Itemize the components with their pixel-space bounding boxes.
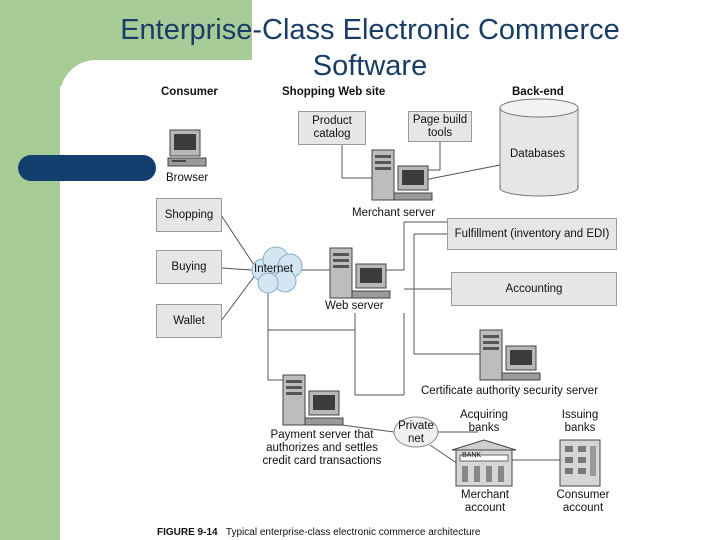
certificate-server-icon	[479, 329, 541, 381]
web-server-icon	[329, 247, 391, 299]
merchant-account-line-2: account	[464, 502, 506, 514]
acquiring-line-2: banks	[468, 422, 500, 434]
merchant-bank-building-icon	[451, 439, 517, 487]
databases-cylinder	[499, 98, 579, 197]
issuing-line-1: Issuing	[561, 409, 599, 421]
merchant-account-line-1: Merchant	[461, 489, 509, 501]
certificate-authority-label: Certificate authority security server	[421, 385, 599, 397]
private-net-line-2: net	[408, 433, 424, 445]
product-catalog-box: Product catalog	[298, 111, 366, 145]
wallet-box: Wallet	[156, 304, 222, 338]
page-build-line-2: tools	[427, 126, 453, 139]
payment-server-icon	[282, 374, 344, 426]
figure-number: FIGURE 9-14	[157, 527, 218, 538]
payment-line-3: credit card transactions	[262, 455, 382, 467]
page-build-line-1: Page build	[412, 113, 468, 126]
blue-accent-pill	[18, 155, 156, 181]
internet-label: Internet	[254, 263, 293, 275]
left-green-bar	[0, 0, 60, 540]
acquiring-line-1: Acquiring	[460, 409, 508, 421]
browser-computer-icon	[167, 129, 207, 167]
merchant-account-label: Merchant account	[452, 489, 518, 515]
internet-cloud	[251, 246, 303, 294]
slide-title: Enterprise-Class Electronic Commerce Sof…	[60, 12, 680, 84]
shopping-box: Shopping	[156, 198, 222, 232]
figure-caption: FIGURE 9-14 Typical enterprise-class ele…	[157, 527, 480, 538]
browser-label: Browser	[166, 172, 209, 184]
figure-caption-text: Typical enterprise-class electronic comm…	[225, 527, 481, 538]
title-line-1: Enterprise-Class Electronic Commerce	[120, 14, 620, 46]
fulfillment-box: Fulfillment (inventory and EDI)	[447, 218, 617, 250]
payment-line-2: authorizes and settles	[266, 442, 378, 454]
accounting-box: Accounting	[451, 272, 617, 306]
back-end-header: Back-end	[512, 86, 564, 98]
private-net-label: Private net	[394, 420, 438, 446]
issuing-banks-label: Issuing banks	[550, 409, 610, 435]
consumer-account-label: Consumer account	[550, 489, 616, 515]
acquiring-banks-label: Acquiring banks	[452, 409, 516, 435]
private-net-line-1: Private	[398, 420, 434, 432]
title-line-2: Software	[312, 50, 428, 82]
consumer-account-line-1: Consumer	[556, 489, 610, 501]
web-server-label: Web server	[325, 300, 384, 312]
merchant-server-icon	[371, 149, 433, 201]
issuing-line-2: banks	[564, 422, 596, 434]
consumer-header: Consumer	[161, 86, 218, 98]
databases-label: Databases	[510, 148, 565, 160]
shopping-web-site-header: Shopping Web site	[282, 86, 386, 98]
connector-lines	[220, 142, 560, 473]
merchant-server-label: Merchant server	[352, 207, 436, 219]
payment-server-label: Payment server that authorizes and settl…	[252, 429, 392, 468]
consumer-account-line-2: account	[562, 502, 604, 514]
bank-sign-label: BANK	[462, 452, 482, 459]
payment-line-1: Payment server that	[270, 429, 374, 441]
issuing-bank-building-icon	[559, 439, 601, 487]
product-catalog-line-2: catalog	[313, 128, 351, 140]
buying-box: Buying	[156, 250, 222, 284]
private-net-ellipse	[393, 416, 439, 448]
product-catalog-line-1: Product	[312, 115, 352, 127]
page-build-tools-box: Page build tools	[408, 111, 472, 142]
